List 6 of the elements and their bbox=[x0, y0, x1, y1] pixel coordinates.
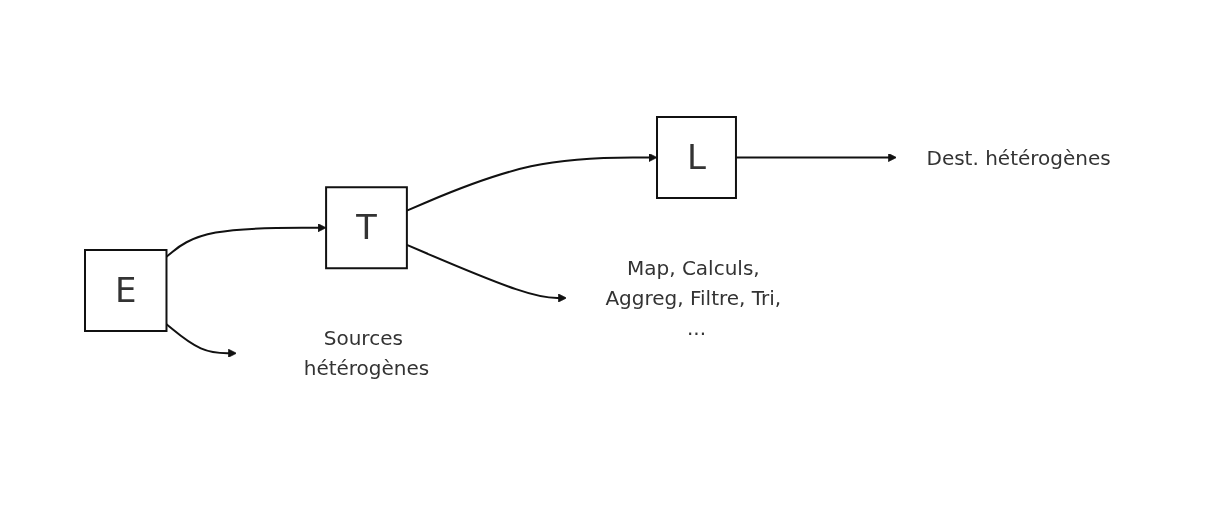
node-text: Dest. hétérogènes bbox=[926, 145, 1111, 170]
node-text: Sources hétérogènes bbox=[303, 326, 429, 381]
node-box: E bbox=[83, 249, 168, 333]
node-box: T bbox=[324, 186, 408, 270]
node-box: L bbox=[655, 116, 737, 200]
node-text: Map, Calculs, Aggreg, Filtre, Tri, ... bbox=[605, 256, 781, 341]
